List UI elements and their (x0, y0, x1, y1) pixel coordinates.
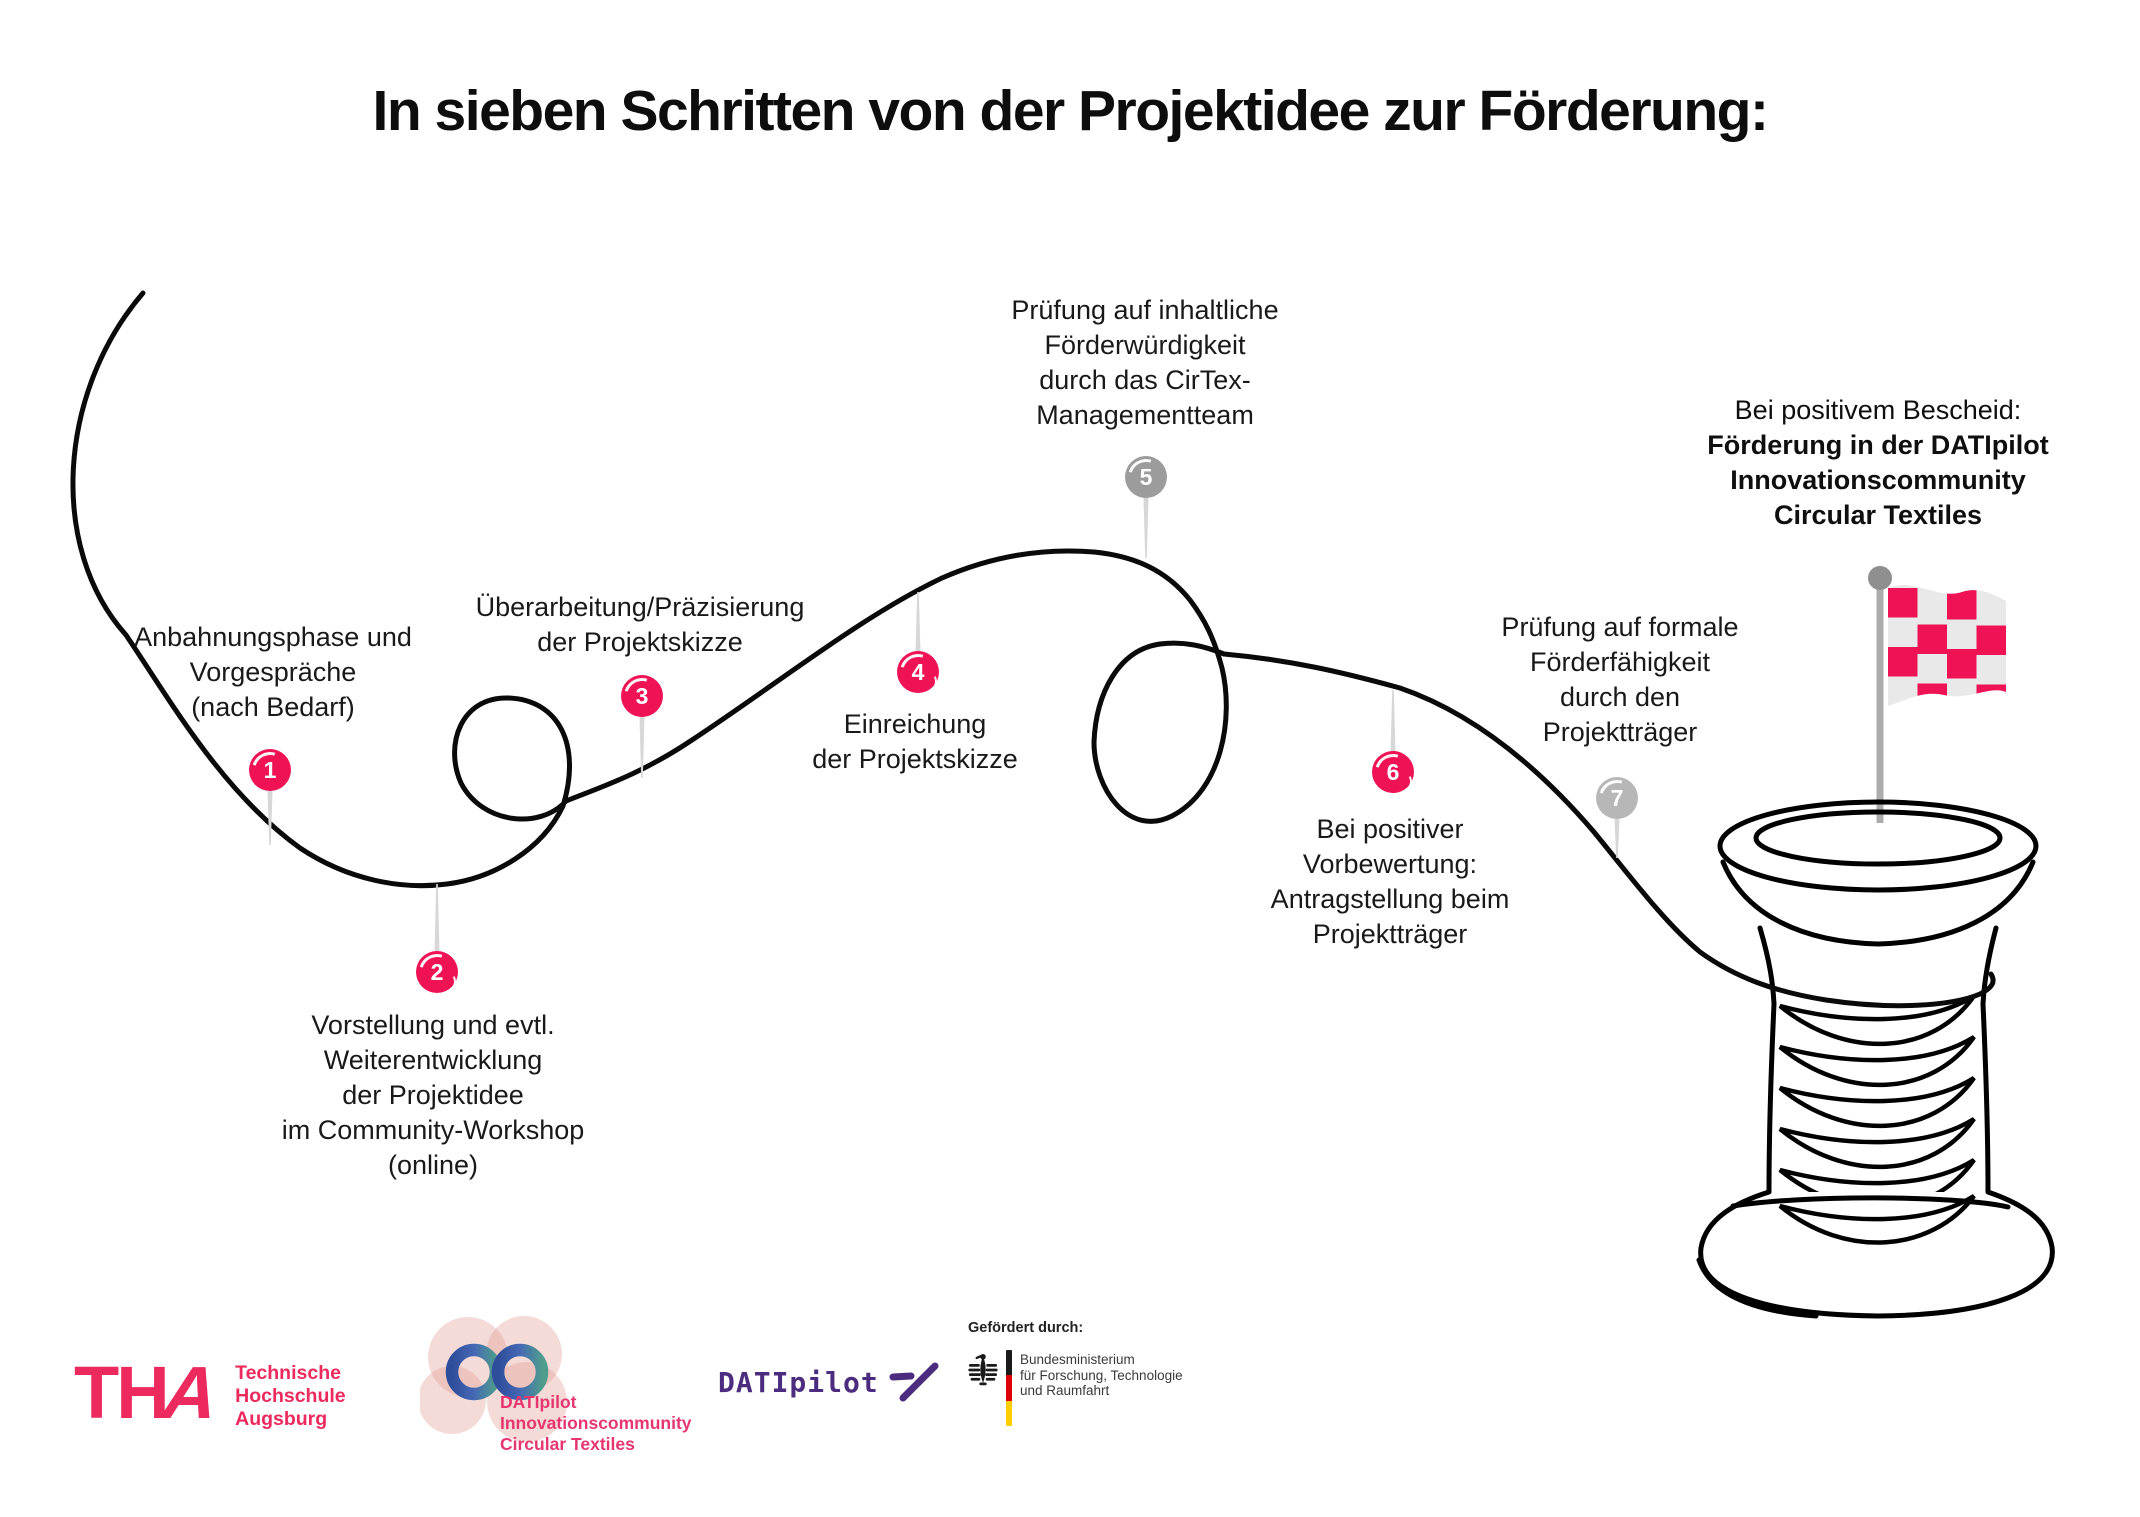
pin-step-4: 4 (897, 651, 939, 693)
thread-spool-drawing (1696, 799, 2055, 1319)
final-step-label: Bei positivem Bescheid: Förderung in der… (1707, 393, 2048, 533)
step-2-label: Vorstellung und evtl. Weiterentwicklung … (282, 1008, 585, 1183)
step-label-line: Vorgespräche (189, 657, 357, 687)
step-label-line: im Community-Workshop (281, 1115, 585, 1145)
pin-number: 2 (430, 958, 444, 985)
tha-name-line: Augsburg (235, 1408, 328, 1430)
pin-number: 6 (1386, 758, 1400, 785)
step-label-line: Überarbeitung/Präzisierung (475, 592, 805, 622)
infinity-circles-icon (418, 1316, 567, 1442)
tha-letter-t: T (74, 1351, 119, 1434)
pin-number: 5 (1139, 463, 1153, 490)
pin-stick (1143, 498, 1149, 558)
innovationscommunity-logo: DATIpilot Innovationscommunity Circular … (418, 1310, 720, 1500)
step-label-line: Projektträger (1312, 919, 1468, 949)
federal-eagle-icon (968, 1353, 998, 1386)
pin-step-2: 2 (416, 951, 458, 993)
german-flag-stripe (1006, 1350, 1012, 1426)
final-label-line: Förderung in der DATIpilot (1707, 430, 2049, 460)
step-label-line: der Projektidee (342, 1080, 524, 1110)
flag-pole-ball (1868, 566, 1892, 590)
tha-name-line: Technische (235, 1362, 341, 1384)
pin-stick (1390, 690, 1396, 753)
community-text-line: Innovationscommunity (500, 1413, 692, 1433)
tha-wordmark: T H A (74, 1351, 227, 1434)
community-text-line: Circular Textiles (500, 1434, 635, 1454)
checkered-flag (1888, 584, 2006, 706)
funding-logo: Gefördert durch: Bundesministerium für F… (968, 1320, 1183, 1426)
step-label-line: durch das CirTex- (1039, 365, 1251, 395)
step-label-line: Bei positiver (1316, 814, 1464, 844)
pin-sticks (267, 498, 1620, 953)
innovationscommunity-text: DATIpilot Innovationscommunity Circular … (500, 1392, 692, 1455)
pin-step-1: 1 (249, 749, 291, 791)
step-label-line: Managementteam (1036, 400, 1254, 430)
pin-stick (434, 884, 440, 953)
step-label-line: (online) (387, 1150, 479, 1180)
funding-heading: Gefördert durch: (968, 1320, 1084, 1336)
final-label-line: Circular Textiles (1773, 500, 1983, 530)
step-5-label: Prüfung auf inhaltliche Förderwürdigkeit… (1011, 293, 1278, 433)
step-label-line: Förderfähigkeit (1529, 647, 1711, 677)
step-label-line: der Projektskizze (812, 744, 1018, 774)
pin-stick (915, 592, 921, 653)
flag-pole (1876, 583, 1884, 823)
step-4-label: Einreichung der Projektskizze (812, 707, 1018, 777)
step-label-line: (nach Bedarf) (191, 692, 355, 722)
pin-stick (639, 717, 645, 778)
step-1-label: Anbahnungsphase und Vorgespräche (nach B… (134, 620, 412, 725)
pin-stick (267, 791, 273, 845)
pin-number: 3 (635, 682, 649, 709)
step-label-line: Einreichung (843, 709, 987, 739)
pin-step-5: 5 (1125, 456, 1167, 498)
step-7-label: Prüfung auf formale Förderfähigkeit durc… (1501, 610, 1738, 750)
step-label-line: Förderwürdigkeit (1044, 330, 1246, 360)
step-label-line: Vorbewertung: (1302, 849, 1478, 879)
tha-letter-h: H (116, 1351, 169, 1434)
ministry-name-line: Bundesministerium (1020, 1352, 1135, 1367)
pin-number: 4 (911, 658, 925, 685)
step-label-line: Vorstellung und evtl. (311, 1010, 555, 1040)
datipilot-wordmark: DATIpilot (718, 1365, 879, 1399)
step-label-line: durch den (1559, 682, 1681, 712)
ministry-name: Bundesministerium für Forschung, Technol… (1020, 1350, 1183, 1399)
pin-step-3: 3 (621, 675, 663, 717)
datipilot-logo: DATIpilot (718, 1360, 941, 1404)
pin-number: 7 (1610, 784, 1624, 811)
thread-path (70, 290, 1996, 1009)
ministry-name-line: und Raumfahrt (1020, 1383, 1110, 1398)
pin-stick (1614, 819, 1620, 858)
spool-thread-wraps (1778, 994, 1976, 1210)
step-label-line: Antragstellung beim (1270, 884, 1510, 914)
final-label-intro: Bei positivem Bescheid: (1734, 395, 2022, 425)
step-label-line: der Projektskizze (537, 627, 743, 657)
step-label-line: Prüfung auf formale (1501, 612, 1739, 642)
step-label-line: Weiterentwicklung (323, 1045, 543, 1075)
tha-name: Technische Hochschule Augsburg (235, 1356, 346, 1431)
pin-step-7: 7 (1596, 777, 1638, 819)
page-title: In sieben Schritten von der Projektidee … (372, 79, 1769, 143)
tha-logo: T H A Technische Hochschule Augsburg (74, 1351, 346, 1434)
final-label-line: Innovationscommunity (1730, 465, 2026, 495)
step-label-line: Projektträger (1542, 717, 1698, 747)
pin-number: 1 (263, 756, 277, 783)
step-label-line: Anbahnungsphase und (134, 622, 412, 652)
step-6-label: Bei positiver Vorbewertung: Antragstellu… (1271, 812, 1510, 952)
step-3-label: Überarbeitung/Präzisierung der Projektsk… (476, 590, 805, 660)
tha-name-line: Hochschule (235, 1385, 346, 1407)
pin-step-6: 6 (1372, 751, 1414, 793)
step-label-line: Prüfung auf inhaltliche (1011, 295, 1279, 325)
ministry-name-line: für Forschung, Technologie (1020, 1367, 1183, 1383)
community-text-line: DATIpilot (500, 1392, 577, 1412)
datipilot-arrow-icon (889, 1362, 939, 1402)
